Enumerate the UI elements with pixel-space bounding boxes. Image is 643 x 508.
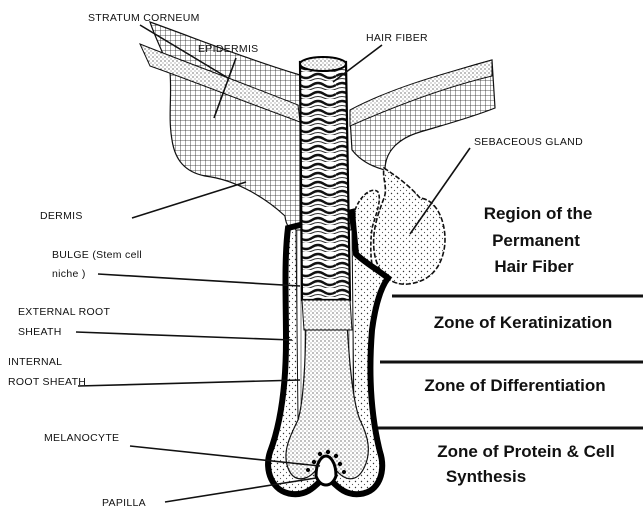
zone-differentiation: Zone of Differentiation — [424, 376, 605, 395]
label-epidermis: EPIDERMIS — [198, 43, 258, 55]
zone-permanent-line2: Permanent — [492, 231, 580, 250]
label-stratum-corneum: STRATUM CORNEUM — [88, 12, 200, 24]
label-dermis: DERMIS — [40, 210, 83, 222]
label-sebaceous-gland: SEBACEOUS GLAND — [474, 136, 583, 148]
label-melanocyte: MELANOCYTE — [44, 432, 119, 444]
label-bulge-line2: niche ) — [52, 268, 86, 280]
zone-permanent-line1: Region of the — [484, 204, 593, 223]
zone-keratinization: Zone of Keratinization — [434, 313, 613, 332]
label-external-root-sheath-line1: EXTERNAL ROOT — [18, 306, 110, 318]
label-external-root-sheath-line2: SHEATH — [18, 326, 62, 338]
label-internal-root-sheath-line2: ROOT SHEATH — [8, 376, 86, 388]
hair-fiber-tip — [300, 57, 346, 71]
label-internal-root-sheath-line1: INTERNAL — [8, 356, 62, 368]
label-papilla: PAPILLA — [102, 497, 146, 508]
zone-synthesis-line2: Synthesis — [446, 467, 526, 486]
papilla — [316, 456, 336, 485]
zone-synthesis-line1: Zone of Protein & Cell — [437, 442, 615, 461]
label-hair-fiber: HAIR FIBER — [366, 32, 428, 44]
hair-fiber — [300, 57, 352, 330]
zone-permanent-line3: Hair Fiber — [494, 257, 574, 276]
label-bulge-line1: BULGE (Stem cell — [52, 249, 142, 261]
